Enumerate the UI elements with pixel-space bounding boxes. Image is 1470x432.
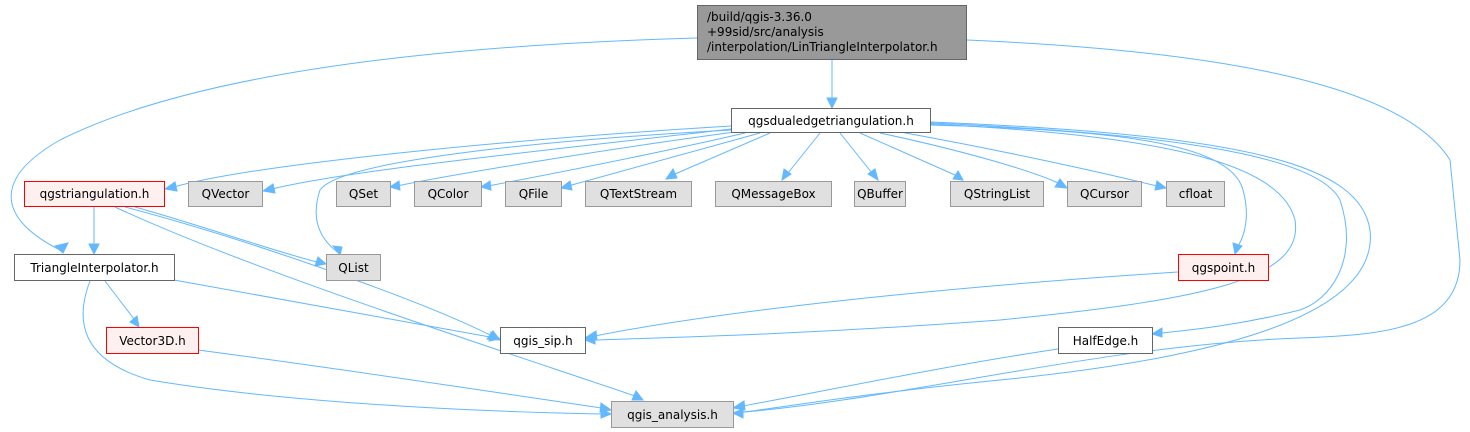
- edge-dual-qmessagebox: [787, 132, 821, 174]
- edge-tri-qgissip: [124, 206, 491, 336]
- arrowhead: [1232, 242, 1243, 256]
- edge-triinterp-qgissip: [173, 279, 491, 338]
- edge-dual-qstringlist: [859, 132, 956, 176]
- arrowhead: [1150, 327, 1163, 338]
- root-title-line-3: /interpolation/LinTriangleInterpolator.h: [707, 40, 938, 54]
- node-qtextstream: QTextStream: [585, 181, 692, 207]
- edge-qgspoint-qgissip: [594, 271, 1179, 337]
- node-qgis-analysis: qgis_analysis.h: [611, 401, 734, 428]
- edge-dual-qgisanalysis: [742, 121, 1371, 413]
- node-qcursor: QCursor: [1067, 181, 1142, 207]
- edge-dual-qgissip: [594, 123, 1297, 341]
- arrowhead: [583, 330, 598, 341]
- arrowhead: [631, 390, 645, 401]
- edge-dual-qlist: [315, 129, 732, 255]
- arrowhead: [314, 256, 328, 267]
- node-qfile: QFile: [505, 181, 562, 207]
- edge-dual-qfile: [567, 132, 761, 187]
- node-qstringlist: QStringList: [950, 181, 1044, 207]
- node-qcolor: QColor: [414, 181, 482, 207]
- arrowhead: [488, 331, 502, 342]
- node-qvector: QVector: [188, 181, 263, 207]
- edge-dual-qtextstream: [674, 132, 771, 175]
- edge-dual-qcursor: [879, 132, 1059, 184]
- edge-tri-qlist: [134, 206, 318, 263]
- node-qgsdualedgetriangulation[interactable]: qgsdualedgetriangulation.h: [731, 108, 931, 133]
- node-triangleinterpolator[interactable]: TriangleInterpolator.h: [14, 254, 175, 281]
- arrowhead: [952, 170, 964, 181]
- node-qlist: QList: [326, 254, 381, 281]
- node-qset: QSet: [336, 181, 391, 207]
- arrowhead: [331, 245, 343, 257]
- edge-dual-qset: [396, 131, 736, 187]
- arrowhead: [261, 183, 276, 194]
- root-file-node: /build/qgis-3.36.0 +99sid/src/analysis /…: [697, 5, 967, 60]
- arrowhead: [479, 180, 492, 191]
- node-cfloat: cfloat: [1166, 181, 1225, 207]
- arrowhead: [731, 400, 746, 411]
- arrowhead: [664, 167, 678, 180]
- arrowhead: [129, 315, 140, 328]
- node-qmessagebox: QMessageBox: [715, 181, 832, 207]
- arrowhead: [1154, 180, 1168, 191]
- arrowhead: [53, 242, 69, 254]
- node-qbuffer: QBuffer: [854, 181, 906, 207]
- arrowhead: [599, 402, 613, 413]
- arrowhead: [388, 180, 401, 191]
- edge-dual-qbuffer: [839, 132, 873, 174]
- edge-triinterp-qgisanalysis: [82, 280, 602, 415]
- arrowhead: [731, 408, 744, 419]
- arrowhead: [826, 97, 838, 110]
- node-halfedge[interactable]: HalfEdge.h: [1058, 327, 1153, 354]
- root-title-line-1: /build/qgis-3.36.0: [707, 10, 812, 24]
- edge-tri-qgisanalysis: [114, 206, 636, 397]
- root-title-line-2: +99sid/src/analysis: [707, 25, 824, 39]
- node-vector3d[interactable]: Vector3D.h: [106, 327, 199, 354]
- arrowhead: [867, 168, 879, 182]
- edge-dual-qvector: [271, 128, 732, 190]
- arrowhead: [559, 180, 573, 191]
- edge-dual-halfedge: [930, 122, 1347, 334]
- node-qgspoint[interactable]: qgspoint.h: [1178, 254, 1269, 281]
- node-qgstriangulation[interactable]: qgstriangulation.h: [24, 181, 165, 207]
- node-qgis-sip[interactable]: qgis_sip.h: [500, 327, 586, 354]
- edge-halfedge-qgisanalysis: [742, 348, 1059, 407]
- edge-dual-tri: [173, 125, 732, 188]
- arrowhead: [781, 168, 792, 182]
- edge-vector3d-qgisanalysis: [197, 349, 602, 409]
- edge-dual-cfloat: [899, 131, 1158, 187]
- arrowhead: [163, 181, 178, 192]
- edge-triinterp-vector3d: [104, 280, 135, 320]
- arrowhead: [1054, 178, 1069, 189]
- edge-root-triinterp: [10, 37, 698, 251]
- arrowhead: [88, 243, 100, 256]
- edge-root-qgisanalysis: [732, 39, 1461, 414]
